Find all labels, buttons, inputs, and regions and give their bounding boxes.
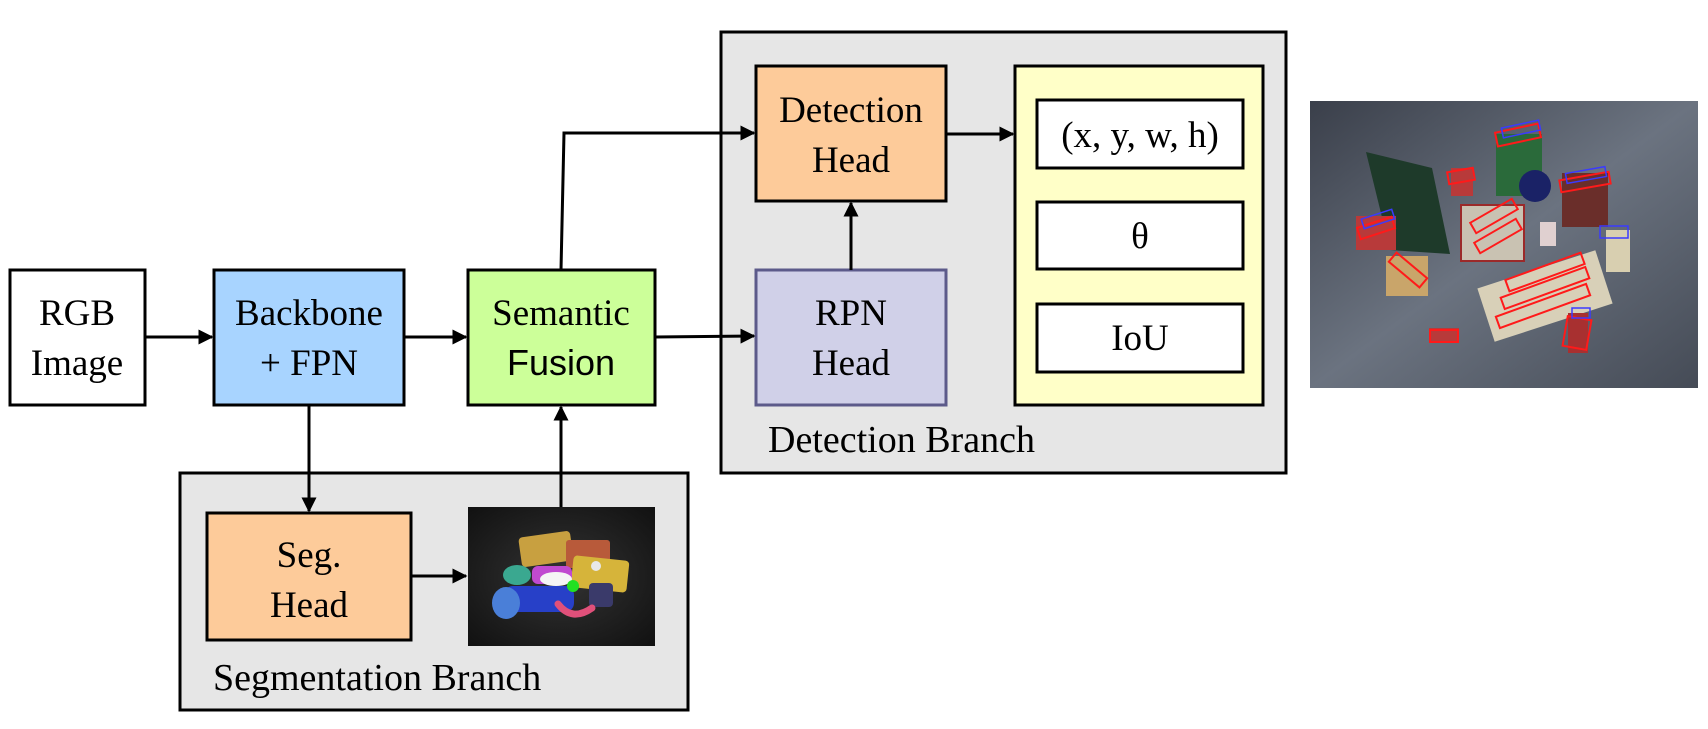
semantic-fusion-label-1: Semantic	[492, 293, 630, 334]
backbone-fpn-box	[212, 268, 406, 407]
detection-head-label-2: Head	[812, 140, 891, 181]
semantic-fusion-box	[466, 268, 657, 407]
rgb-image-label-1: RGB	[39, 293, 115, 334]
detection-branch-label: Detection Branch	[768, 419, 1035, 461]
seg-head-label-1: Seg.	[277, 535, 342, 576]
segmentation-branch-label: Segmentation Branch	[213, 657, 541, 699]
output-bbox-label: (x, y, w, h)	[1061, 115, 1219, 156]
arrow-fusion-to-rpn	[654, 328, 756, 344]
detection-result-image	[1310, 101, 1698, 388]
output-iou-label: IoU	[1111, 318, 1169, 359]
rpn-head-label-1: RPN	[815, 293, 887, 334]
seg-head-box	[205, 511, 413, 642]
detection-head-label-1: Detection	[779, 90, 923, 131]
detection-head-box	[754, 64, 948, 203]
rpn-head-label-2: Head	[812, 343, 891, 384]
seg-head-label-2: Head	[270, 585, 349, 626]
segmentation-mask-image	[468, 507, 655, 646]
rpn-head-box	[754, 268, 948, 407]
arrow-fusion-to-detection-head	[559, 125, 756, 271]
connectors	[145, 125, 1015, 584]
semantic-fusion-label-2: Fusion	[507, 342, 615, 383]
output-bbox-box	[1035, 98, 1245, 170]
backbone-label-1: Backbone	[235, 293, 383, 334]
output-angle-label: θ	[1131, 216, 1149, 257]
rgb-image-box	[8, 268, 147, 407]
output-angle-box	[1035, 200, 1245, 271]
backbone-label-2: + FPN	[260, 343, 358, 384]
rgb-image-label-2: Image	[31, 343, 123, 384]
output-iou-box	[1035, 302, 1245, 374]
